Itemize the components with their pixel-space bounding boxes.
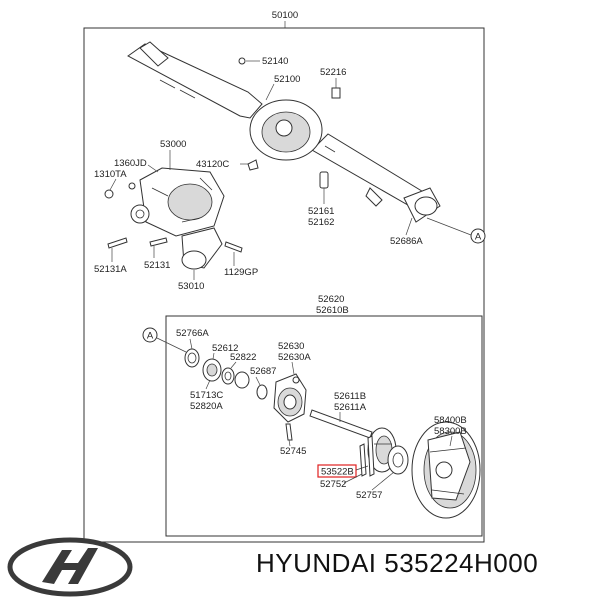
label-52620: 52620: [318, 294, 344, 305]
reference-a-bottom: [142, 327, 158, 343]
label-52686a: 52686A: [390, 236, 423, 247]
label-52612: 52612: [212, 343, 238, 354]
axle-shaft: [309, 409, 397, 473]
label-53010: 53010: [178, 281, 204, 292]
breather-plug: [319, 171, 329, 189]
upper-leaders: [109, 60, 413, 280]
mounting-bracket: [181, 227, 223, 270]
hub-bolt: [359, 443, 367, 477]
reference-a-top: [470, 228, 486, 244]
differential-carrier: [128, 167, 225, 237]
outer-frame: [83, 27, 485, 543]
ref-a-bottom-text: A: [147, 331, 154, 342]
label-52822: 52822: [230, 352, 256, 363]
brand-caption: HYUNDAI 535224H000: [256, 548, 539, 578]
label-52610b: 52610B: [316, 305, 349, 316]
bolt-52745: [285, 423, 293, 441]
label-1129gp: 1129GP: [224, 267, 258, 278]
label-52131a: 52131A: [94, 264, 127, 275]
label-51713c: 51713C: [190, 390, 223, 401]
leader-ref-a-bottom: [156, 337, 187, 353]
label-52162: 52162: [308, 217, 334, 228]
retainer-ring: [221, 367, 235, 385]
label-1310ta: 1310TA: [94, 169, 127, 180]
label-52630: 52630: [278, 341, 304, 352]
label-53000: 53000: [160, 139, 186, 150]
axle-housing: [127, 41, 441, 223]
oil-seal: [184, 348, 200, 368]
label-52745: 52745: [280, 446, 306, 457]
label-1360jd: 1360JD: [114, 158, 147, 169]
label-52131: 52131: [144, 260, 170, 271]
label-52100: 52100: [274, 74, 300, 85]
hub: [387, 445, 409, 475]
brake-assembly: [411, 421, 481, 519]
label-52216: 52216: [320, 67, 346, 78]
lower-leaders: [189, 338, 453, 491]
label-52611b: 52611B: [334, 391, 366, 402]
inner-frame: [165, 315, 483, 537]
bolt-52131a: [107, 237, 128, 249]
label-52611a: 52611A: [334, 402, 367, 413]
label-52687: 52687: [250, 366, 276, 377]
hub-bolt-52752: [367, 435, 375, 477]
hyundai-logo-icon: [7, 537, 133, 597]
ref-a-top-text: A: [475, 232, 482, 243]
leader-ref-a-top: [426, 217, 472, 236]
label-52820a: 52820A: [190, 401, 223, 412]
bearing-case: [273, 373, 307, 423]
filler-plug: [247, 159, 259, 171]
label-52140: 52140: [262, 56, 288, 67]
gasket: [256, 384, 268, 400]
bolt-52131: [149, 237, 168, 247]
label-53522b: 53522B: [321, 467, 354, 478]
label-assembly: 50100: [272, 10, 298, 21]
label-52630a: 52630A: [278, 352, 311, 363]
label-52752: 52752: [320, 479, 346, 490]
label-58400b: 58400B: [434, 415, 467, 426]
collar: [234, 371, 250, 389]
label-52757: 52757: [356, 490, 382, 501]
vent-plug: [238, 57, 246, 65]
nut-1310ta: [104, 189, 114, 199]
bolt-1129gp: [224, 241, 243, 253]
label-43120c: 43120C: [196, 159, 229, 170]
drain-plug: [331, 87, 341, 99]
highlight-box: [317, 464, 357, 478]
label-52161: 52161: [308, 206, 334, 217]
label-58300b: 58300B: [434, 426, 467, 437]
label-52766a: 52766A: [176, 328, 209, 339]
bearing: [202, 358, 222, 382]
